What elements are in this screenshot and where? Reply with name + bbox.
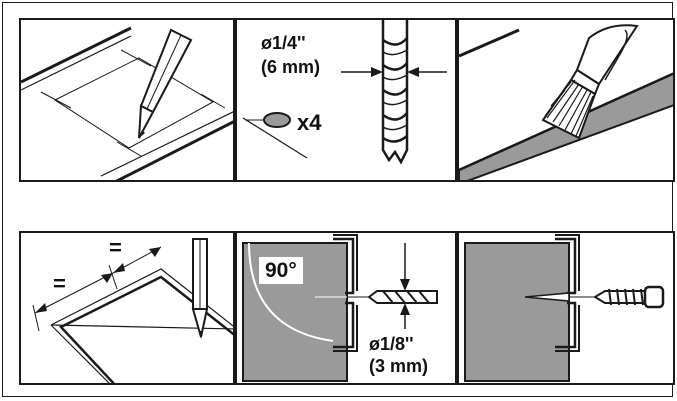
- pilot-diameter-inch-label: ø1/8'': [369, 334, 414, 354]
- mark-outline-illustration: [21, 26, 233, 180]
- panel-mark-outline: [19, 18, 235, 182]
- pilot-diameter-mm-label: (3 mm): [369, 356, 429, 376]
- center-marks-illustration: [32, 238, 233, 383]
- pencil-icon: [138, 28, 193, 139]
- bracket-icon: [555, 234, 580, 352]
- panel-center-marks: = =: [19, 231, 235, 385]
- drill-diameter-inch-label: ø1/4'': [261, 33, 306, 53]
- panel-fasten-screw: [457, 231, 675, 385]
- angle-label: 90°: [259, 257, 303, 284]
- drill-diameter-mm-label: (6 mm): [261, 57, 321, 77]
- diameter-arrows: [341, 67, 447, 77]
- brush-icon: [541, 24, 639, 140]
- pencil-icon: [191, 238, 209, 339]
- screw-icon: [593, 285, 665, 309]
- bracket-icon: [333, 234, 358, 352]
- drill-bit-icon: [367, 290, 438, 304]
- apply-adhesive-illustration: [459, 24, 673, 180]
- hole-quantity-label: x4: [297, 110, 322, 135]
- drill-holes-illustration: [242, 20, 447, 165]
- equal-spacing-mark-top: =: [109, 235, 122, 260]
- fasten-screw-illustration: [464, 234, 665, 382]
- panel-apply-adhesive: [457, 18, 675, 182]
- panel-pilot-drill: 90° ø1/8'' (3 mm): [235, 231, 457, 385]
- hole-icon: [263, 112, 291, 128]
- equal-spacing-mark-left: =: [53, 271, 66, 296]
- drill-bit-icon: [381, 20, 409, 165]
- outer-frame: [2, 2, 673, 397]
- panel-drill-holes: ø1/4'' (6 mm) x4: [235, 18, 457, 182]
